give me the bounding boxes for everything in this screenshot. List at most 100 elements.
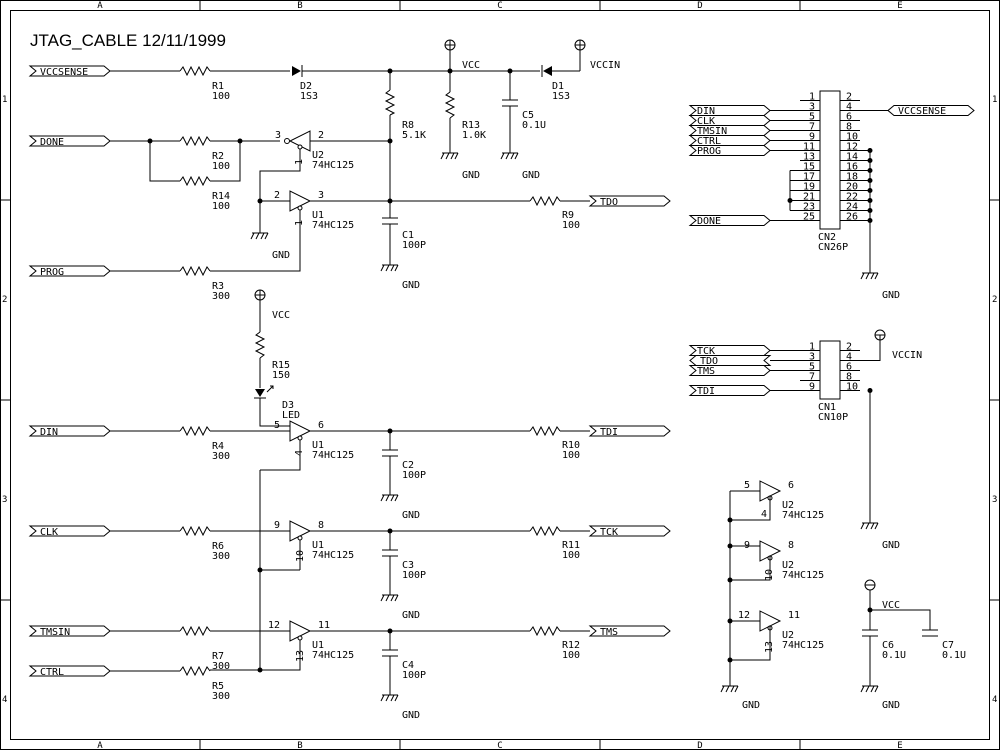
u2d-ref: U2 (782, 630, 794, 641)
c5-ref: C5 (522, 110, 534, 121)
c6-ref: C6 (882, 640, 894, 651)
diode-d1: D1 1S3 (541, 65, 570, 102)
u2a-part: 74HC125 (312, 160, 354, 171)
port-tms-out: TMS (588, 625, 671, 638)
c6-value: 0.1U (882, 650, 906, 661)
cn1-right-pin-number: 4 (846, 352, 852, 363)
u1a-part: 74HC125 (312, 220, 354, 231)
inner-frame (10, 10, 990, 740)
cn1-pin-lines (800, 350, 860, 391)
d1-ref: D1 (552, 81, 564, 92)
junction (147, 138, 153, 144)
resistor-r3: R3 300 (179, 265, 230, 302)
vcc-symbol-led: VCC (254, 289, 290, 332)
cn1-right-pin-number: 2 (846, 342, 852, 353)
u1b-part: 74HC125 (312, 450, 354, 461)
resistor-r11: R11 100 (529, 525, 580, 561)
cn1-port-tck-label: TCK (697, 346, 715, 357)
zone-col-d-top: D (697, 1, 702, 11)
c4-ref: C4 (402, 660, 414, 671)
u1a-pin-out: 3 (318, 190, 324, 201)
ground-cn1 (860, 520, 879, 530)
d3-value: LED (282, 410, 300, 421)
port-prog-label: PROG (40, 267, 64, 278)
vccin-top-label: VCCIN (590, 60, 620, 71)
r10-value: 100 (562, 450, 580, 461)
r6-ref: R6 (212, 541, 224, 552)
c2-value: 100P (402, 470, 426, 481)
u1b-pin-in: 5 (274, 420, 280, 431)
junction (727, 543, 733, 549)
u2d-pin-oe: 13 (764, 641, 775, 653)
junction (867, 148, 873, 153)
gnd-label-r13: GND (462, 170, 480, 181)
cn2-left-pin-number: 7 (809, 122, 815, 133)
r11-value: 100 (562, 550, 580, 561)
buffer-u1c: 9 8 10 U1 74HC125 (274, 520, 354, 570)
junction (387, 138, 393, 144)
u2c-part: 74HC125 (782, 570, 824, 581)
cn2-right-pin-number: 20 (846, 182, 858, 193)
u2a-pin-out: 3 (275, 130, 281, 141)
cn2-right-pin-number: 22 (846, 192, 858, 203)
cn2-part: CN26P (818, 242, 848, 253)
u2c-pin-oe: 10 (764, 569, 775, 581)
gnd-label-c5: GND (522, 170, 540, 181)
cn2-ground-junctions (860, 148, 873, 223)
buffer-u2a: 2 3 1 U2 74HC125 (275, 130, 390, 171)
r15-ref: R15 (272, 360, 290, 371)
u1a-ref: U1 (312, 210, 324, 221)
cn2-left-pin-number: 23 (803, 202, 815, 213)
u1a-pin-oe: 1 (294, 220, 305, 226)
cn2-left-pin-number: 1 (809, 92, 815, 103)
junction (727, 657, 733, 663)
connector-cn2: 1357911131517192123252468101214161820222… (800, 90, 860, 253)
u1d-part: 74HC125 (312, 650, 354, 661)
capacitor-c5: C5 0.1U (502, 99, 546, 131)
junction (867, 388, 873, 393)
u1d-pin-in: 12 (268, 620, 280, 631)
ground-u2-unused (720, 683, 739, 693)
port-ctrl: CTRL (28, 665, 111, 678)
junction (867, 208, 873, 213)
buffer-u1b: 5 6 4 U1 74HC125 (260, 420, 354, 471)
junction (867, 178, 873, 183)
gnd-label-cn2: GND (882, 290, 900, 301)
resistor-r4: R4 300 (179, 425, 230, 462)
zone-col-a-top: A (97, 1, 103, 11)
vccin-symbol-top: VCCIN (574, 39, 620, 71)
zone-col-b-top: B (297, 1, 302, 11)
junction (867, 188, 873, 193)
u1d-pin-oe: 13 (295, 650, 306, 662)
cn2-left-pin-number: 19 (803, 182, 815, 193)
resistor-r15: R15 150 (254, 331, 290, 388)
zone-col-c-bottom: C (497, 741, 502, 750)
cn1-port-tdi-label: TDI (697, 386, 715, 397)
cn2-left-pin-number: 15 (803, 162, 815, 173)
junction (257, 198, 263, 204)
r2-value: 100 (212, 161, 230, 172)
zone-col-c-top: C (497, 1, 502, 11)
resistor-r1: R1 100 (179, 65, 230, 102)
zone-row-3-left: 3 (2, 495, 7, 505)
buffer-u2c: 9 8 10 U2 74HC125 (730, 540, 824, 581)
cn2-right-pin-number: 2 (846, 92, 852, 103)
port-done-label: DONE (40, 137, 64, 148)
cn2-port-done-label: DONE (697, 216, 721, 227)
cn2-right-pin-number: 26 (846, 212, 858, 223)
u2b-part: 74HC125 (782, 510, 824, 521)
u2d-part: 74HC125 (782, 640, 824, 651)
cn2-wires (770, 110, 888, 270)
r9-ref: R9 (562, 210, 574, 221)
cn2-port-clk-label: CLK (697, 116, 715, 127)
junction (237, 138, 243, 144)
wire-prog (110, 230, 301, 272)
schematic-title: JTAG_CABLE 12/11/1999 (30, 31, 226, 50)
cn2-right-pin-number: 6 (846, 112, 852, 123)
vccin-symbol-cn1: VCCIN (874, 329, 922, 361)
u2b-pin-out: 6 (788, 480, 794, 491)
buffer-u1a: 2 3 1 U1 74HC125 (260, 190, 390, 231)
